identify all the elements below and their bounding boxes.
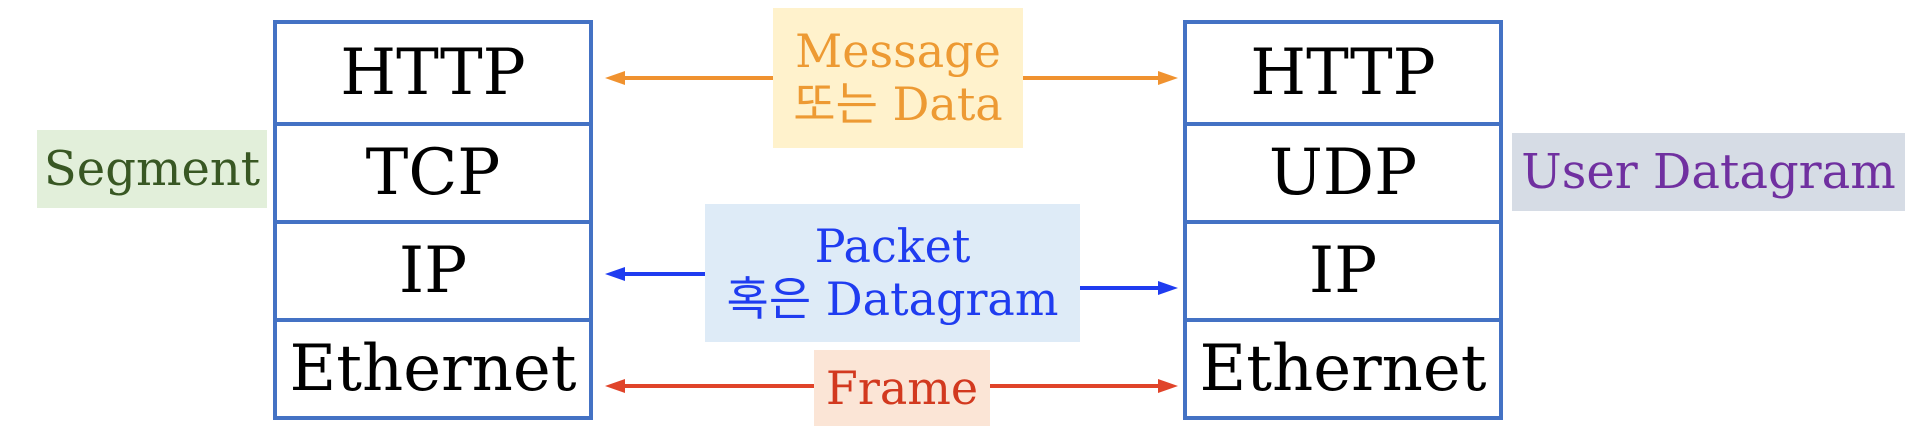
right-layer-ip: IP [1187,220,1499,318]
user-datagram-label: User Datagram [1512,133,1905,211]
message-label: Message 또는 Data [773,8,1023,148]
packet-arrowhead-right [1158,281,1178,295]
message-label-line2: 또는 Data [793,77,1003,131]
left-layer-ip: IP [277,220,589,318]
left-layer-tcp: TCP [277,122,589,220]
left-layer-http: HTTP [340,36,526,110]
packet-arrow [605,267,1178,295]
right-layer-udp: UDP [1187,122,1499,220]
right-layer-ethernet: Ethernet [1187,318,1499,416]
right-layer-http: HTTP [1250,36,1436,110]
message-arrowhead-right [1158,71,1178,85]
packet-label: Packet 혹은 Datagram [705,204,1080,342]
message-arrowhead-left [605,71,625,85]
right-protocol-stack: HTTP UDP IP Ethernet [1183,20,1503,420]
packet-label-line1: Packet [814,219,971,274]
packet-label-line2: 혹은 Datagram [726,272,1059,326]
packet-arrowhead-left [605,267,625,281]
frame-arrowhead-left [605,379,625,393]
left-layer-ethernet: Ethernet [277,318,589,416]
segment-label: Segment [37,130,267,208]
left-protocol-stack: HTTP TCP IP Ethernet [273,20,593,420]
message-label-line1: Message [795,24,1001,79]
frame-label: Frame [814,350,990,426]
frame-arrowhead-right [1158,379,1178,393]
